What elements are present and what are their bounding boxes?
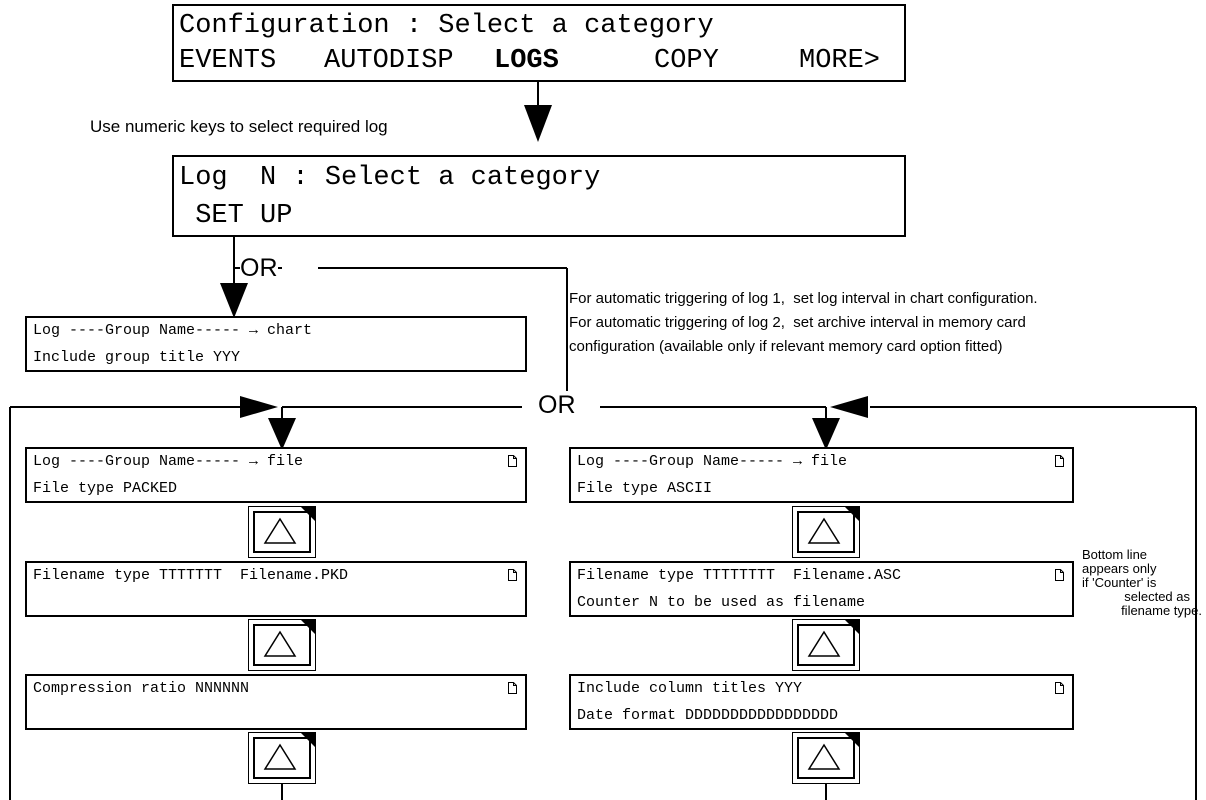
or-label-lower: OR — [532, 391, 582, 419]
log-screen-title: Log N : Select a category — [179, 163, 601, 193]
packed-filename-box: Filename type TTTTTTT Filename.PKD — [25, 561, 527, 617]
menu-autodisp[interactable]: AUTODISP — [324, 46, 454, 76]
ascii-filename-line1: Filename type TTTTTTTT Filename.ASC — [577, 567, 902, 584]
packed-file-line2: File type PACKED — [33, 480, 178, 497]
page-icon — [508, 455, 517, 467]
bottom-line-note-5: filename type. — [1121, 603, 1202, 618]
compression-ratio-box: Compression ratio NNNNNN — [25, 674, 527, 730]
page-icon — [1055, 455, 1064, 467]
configuration-title: Configuration : Select a category — [179, 11, 714, 41]
chart-box-line2: Include group title YYY — [33, 349, 241, 366]
trigger-note-line3: configuration (available only if relevan… — [569, 338, 1003, 355]
chart-box: Log ----Group Name----- → chart Include … — [25, 316, 527, 372]
ascii-file-box: Log ----Group Name----- → file File type… — [569, 447, 1074, 503]
compression-line1: Compression ratio NNNNNN — [33, 680, 250, 697]
log-setup-option[interactable]: SET UP — [179, 201, 293, 231]
menu-copy[interactable]: COPY — [654, 46, 719, 76]
or-label-upper: OR — [240, 254, 278, 282]
ascii-file-line1: Log ----Group Name----- → file — [577, 453, 848, 470]
chart-box-line1: Log ----Group Name----- → chart — [33, 322, 313, 339]
ascii-filename-line2: Counter N to be used as filename — [577, 594, 866, 611]
bottom-line-note-4: selected as — [1124, 589, 1190, 604]
page-icon — [508, 682, 517, 694]
trigger-note-line2: For automatic triggering of log 2, set a… — [569, 314, 1026, 331]
up-arrow-key-icon[interactable] — [792, 732, 860, 784]
log-screen: Log N : Select a category SET UP — [172, 155, 906, 237]
up-arrow-key-icon[interactable] — [792, 619, 860, 671]
column-titles-line1: Include column titles YYY — [577, 680, 803, 697]
up-arrow-key-icon[interactable] — [248, 506, 316, 558]
up-arrow-key-icon[interactable] — [248, 619, 316, 671]
up-arrow-key-icon[interactable] — [792, 506, 860, 558]
menu-logs[interactable]: LOGS — [494, 46, 559, 76]
ascii-filename-box: Filename type TTTTTTTT Filename.ASC Coun… — [569, 561, 1074, 617]
page-icon — [1055, 682, 1064, 694]
bottom-line-note-1: Bottom line — [1082, 547, 1148, 562]
menu-more[interactable]: MORE> — [799, 46, 881, 76]
menu-events[interactable]: EVENTS — [179, 46, 277, 76]
up-arrow-key-icon[interactable] — [248, 732, 316, 784]
ascii-file-line2: File type ASCII — [577, 480, 713, 497]
packed-file-line1: Log ----Group Name----- → file — [33, 453, 304, 470]
packed-filename-line1: Filename type TTTTTTT Filename.PKD — [33, 567, 349, 584]
bottom-line-note: Bottom line appears only if 'Counter' is… — [1082, 548, 1204, 618]
page-icon — [1055, 569, 1064, 581]
bottom-line-note-2: appears only — [1082, 561, 1157, 576]
page-icon — [508, 569, 517, 581]
column-titles-line2: Date format DDDDDDDDDDDDDDDDD — [577, 707, 839, 724]
packed-file-box: Log ----Group Name----- → file File type… — [25, 447, 527, 503]
configuration-screen: Configuration : Select a category EVENTS… — [172, 4, 906, 82]
numeric-keys-note: Use numeric keys to select required log — [90, 117, 388, 136]
trigger-note-line1: For automatic triggering of log 1, set l… — [569, 290, 1038, 307]
column-titles-box: Include column titles YYY Date format DD… — [569, 674, 1074, 730]
bottom-line-note-3: if 'Counter' is — [1082, 575, 1157, 590]
